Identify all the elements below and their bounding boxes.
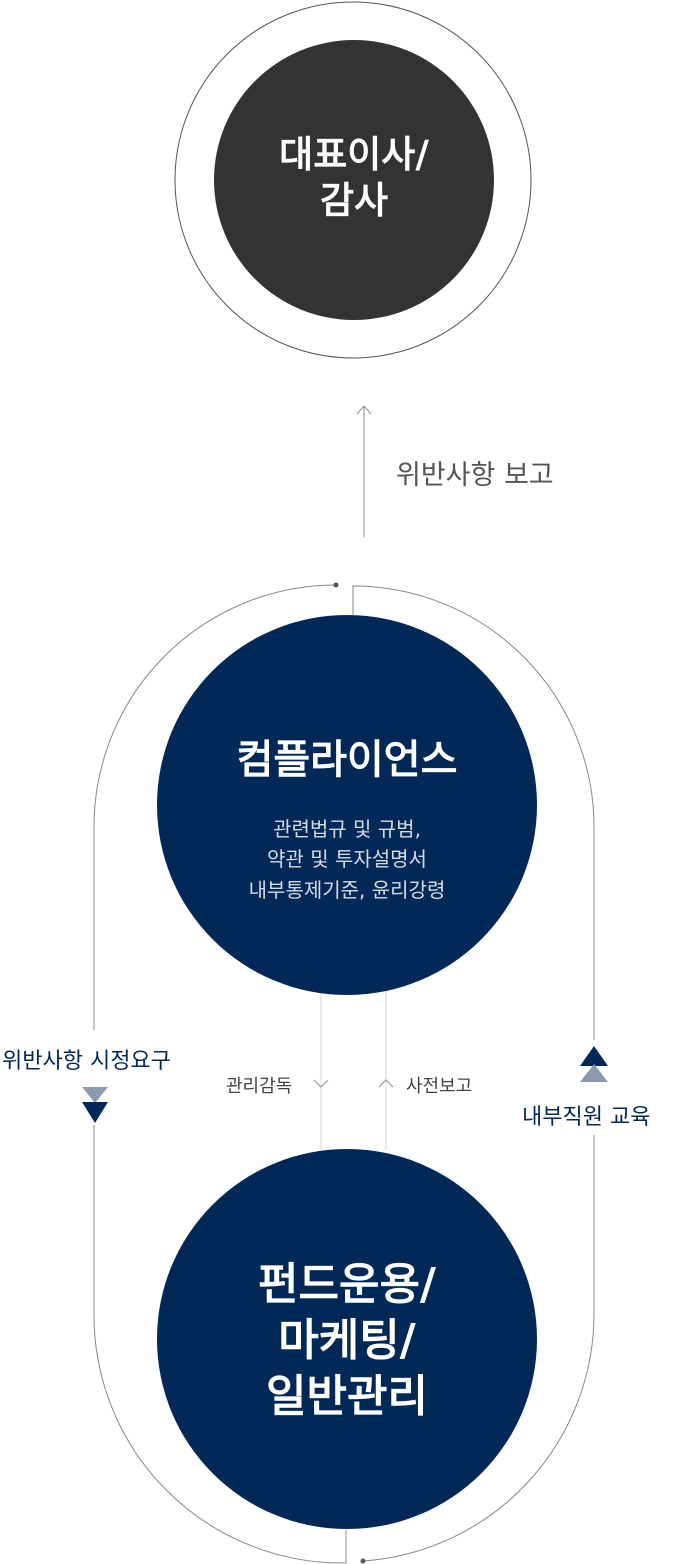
operations-label-line2: 마케팅/ bbox=[278, 1315, 416, 1366]
education-triangle-light-icon bbox=[580, 1064, 608, 1082]
left-loop-dot bbox=[333, 582, 339, 588]
operations-node: 펀드운용/ 마케팅/ 일반관리 bbox=[157, 1149, 537, 1529]
compliance-node: 컴플라이언스 관련법규 및 규범, 약관 및 투자설명서 내부통제기준, 윤리강… bbox=[157, 615, 537, 995]
report-violation-label: 위반사항 보고 bbox=[396, 460, 554, 491]
left-loop-top bbox=[93, 584, 337, 1030]
right-loop-dot bbox=[360, 1558, 366, 1564]
compliance-desc-line1: 관련법규 및 규범, bbox=[273, 817, 421, 841]
ceo-node: 대표이사/ 감사 bbox=[214, 40, 494, 320]
ceo-outer-ring bbox=[174, 1, 532, 359]
prior-report-label: 사전보고 bbox=[406, 1076, 473, 1097]
correction-triangle-light-icon bbox=[82, 1087, 108, 1103]
management-label: 관리감독 bbox=[226, 1076, 293, 1097]
left-loop-bottom bbox=[93, 1125, 347, 1564]
compliance-desc-line3: 내부통제기준, 윤리강령 bbox=[248, 878, 446, 902]
operations-label-line1: 펀드운용/ bbox=[258, 1259, 436, 1310]
ceo-label-line1: 대표이사/ bbox=[279, 133, 429, 176]
compliance-title: 컴플라이언스 bbox=[236, 737, 458, 783]
correction-request-label: 위반사항 시정요구 bbox=[2, 1049, 171, 1074]
prior-report-chevron-icon bbox=[378, 1079, 394, 1088]
report-arrow-head bbox=[356, 405, 372, 415]
compliance-desc-line2: 약관 및 투자설명서 bbox=[267, 847, 427, 871]
correction-triangle-dark-icon bbox=[82, 1102, 108, 1123]
ceo-label-line2: 감사 bbox=[319, 179, 389, 222]
operations-label-line3: 일반관리 bbox=[266, 1371, 428, 1422]
management-chevron-icon bbox=[313, 1079, 329, 1088]
right-loop-bottom bbox=[362, 1135, 595, 1562]
education-triangle-dark-icon bbox=[580, 1046, 608, 1066]
right-loop-top bbox=[352, 585, 595, 1040]
staff-education-label: 내부직원 교육 bbox=[522, 1105, 651, 1130]
